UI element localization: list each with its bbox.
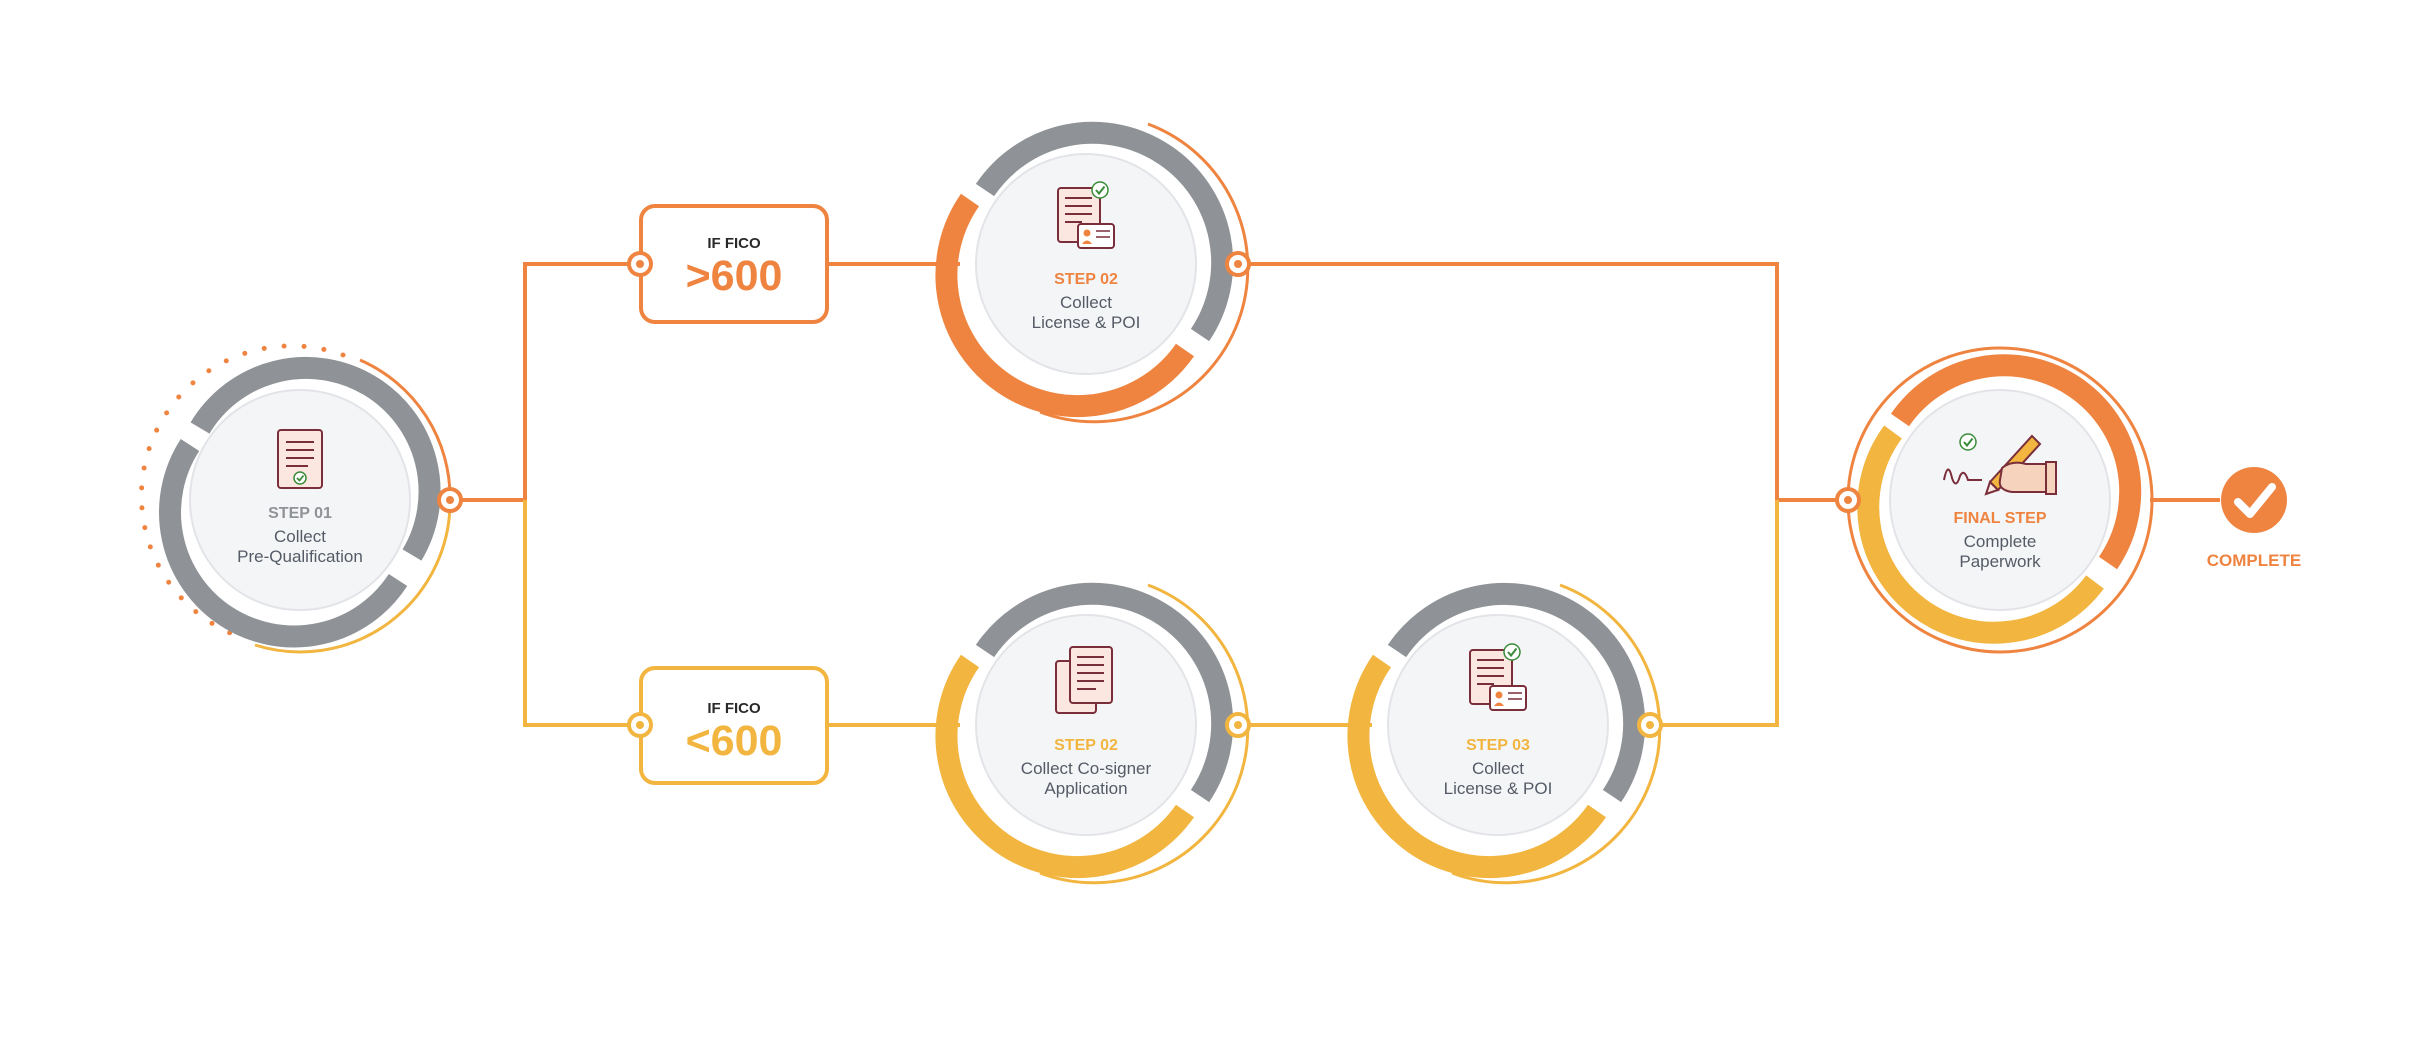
document-check-icon bbox=[277, 429, 323, 489]
step03-low-disc bbox=[1387, 614, 1609, 836]
final-orange-ring bbox=[1890, 354, 2142, 570]
step01-disc bbox=[189, 389, 411, 611]
final-disc bbox=[1889, 389, 2111, 611]
step03-low-tag: STEP 03 bbox=[1466, 737, 1530, 754]
step02-high-thin-arc bbox=[1039, 122, 1250, 424]
final-in-port-dot bbox=[1844, 496, 1852, 504]
step02-high-disc bbox=[975, 153, 1197, 375]
step03-low-node: STEP 03 Collect License & POI bbox=[1347, 582, 1663, 885]
step02-low-gray-ring bbox=[975, 582, 1234, 803]
complete-label: COMPLETE bbox=[2207, 551, 2301, 570]
license-id-icon bbox=[1057, 181, 1115, 249]
step01-line2: Pre-Qualification bbox=[237, 547, 363, 566]
fico-high-port-dot bbox=[636, 260, 644, 268]
signing-hand-icon bbox=[1943, 433, 2057, 496]
connector-step02-to-final-upper bbox=[1238, 262, 1848, 502]
step01-gray-ring bbox=[190, 356, 441, 561]
step02-low-line2: Application bbox=[1044, 779, 1127, 798]
step01-thin-arc-yellow bbox=[254, 499, 452, 654]
step02-high-node: STEP 02 Collect License & POI bbox=[627, 121, 1251, 424]
step02-high-line1: Collect bbox=[1060, 293, 1112, 312]
fico-low-box: IF FICO <600 bbox=[639, 666, 829, 785]
step02-low-node: STEP 02 Collect Co-signer Application bbox=[627, 582, 1251, 885]
step01-node: STEP 01 Collect Pre-Qualification bbox=[138, 343, 463, 654]
connector-upper-vertical bbox=[523, 262, 640, 500]
checkmark-icon bbox=[2234, 483, 2276, 518]
step02-low-out-port-dot bbox=[1234, 721, 1242, 729]
step02-high-out-port-dot bbox=[1234, 260, 1242, 268]
step02-low-yellow-ring bbox=[935, 654, 1195, 879]
step02-low-tag: STEP 02 bbox=[1054, 737, 1118, 754]
connectors bbox=[450, 262, 2220, 727]
fico-high-box: IF FICO >600 bbox=[639, 204, 829, 324]
step02-high-orange-ring bbox=[935, 193, 1195, 418]
step03-low-yellow-ring bbox=[1347, 654, 1607, 879]
fico-low-caption: IF FICO bbox=[707, 700, 761, 717]
final-step-node: FINAL STEP Complete Paperwork bbox=[1835, 346, 2154, 654]
step03-low-thin-arc bbox=[1451, 583, 1662, 885]
step03-low-line2: License & POI bbox=[1444, 779, 1553, 798]
final-line2: Paperwork bbox=[1959, 552, 2041, 571]
step03-low-line1: Collect bbox=[1472, 759, 1524, 778]
fico-low-port-dot bbox=[636, 721, 644, 729]
final-line1: Complete bbox=[1964, 532, 2037, 551]
license-id-icon bbox=[1469, 643, 1527, 711]
complete-circle bbox=[2221, 467, 2287, 533]
step02-high-line2: License & POI bbox=[1032, 313, 1141, 332]
step02-high-tag: STEP 02 bbox=[1054, 271, 1118, 288]
fico-low-value: <600 bbox=[686, 717, 783, 765]
step02-high-gray-ring bbox=[975, 121, 1234, 342]
step01-port-dot bbox=[446, 496, 454, 504]
step02-low-disc bbox=[975, 614, 1197, 836]
documents-stack-icon bbox=[1055, 646, 1113, 714]
complete-badge: COMPLETE bbox=[2207, 467, 2301, 570]
fico-high-value: >600 bbox=[686, 252, 783, 300]
final-yellow-ring bbox=[1857, 425, 2104, 644]
step01-tag: STEP 01 bbox=[268, 505, 332, 522]
final-tag: FINAL STEP bbox=[1953, 510, 2046, 527]
step01-line1: Collect bbox=[274, 527, 326, 546]
step01-dotted-arc bbox=[138, 343, 346, 640]
step02-low-line1: Collect Co-signer bbox=[1021, 759, 1152, 778]
fico-high-caption: IF FICO bbox=[707, 235, 761, 252]
connector-step03-to-final-lower bbox=[1650, 500, 1779, 727]
step02-low-thin-arc bbox=[1039, 583, 1250, 885]
step01-thin-arc-orange bbox=[359, 358, 452, 501]
step03-low-out-port-dot bbox=[1646, 721, 1654, 729]
step01-gray-ring-lower bbox=[159, 439, 408, 648]
connector-lower-vertical bbox=[523, 500, 640, 727]
step03-low-gray-ring bbox=[1387, 582, 1646, 803]
